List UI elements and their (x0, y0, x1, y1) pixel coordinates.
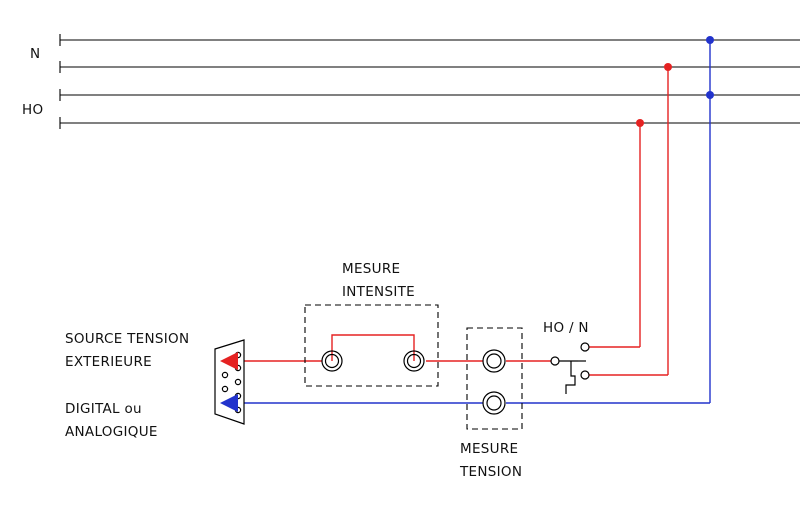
rail-ho-label: HO (22, 102, 43, 118)
tension-jack-top-inner (486, 353, 502, 369)
connector-pin (221, 371, 229, 379)
switch-actuator (565, 361, 576, 394)
source-label-4: ANALOGIQUE (65, 424, 158, 440)
rail-n-label: N (30, 46, 40, 62)
red-arrowhead (220, 352, 238, 370)
switch-terminal-lower (580, 370, 590, 380)
mesure-tension-block: MESURE TENSION (459, 327, 523, 480)
intensite-jack-left-inner (324, 353, 340, 369)
intensite-jack-left-outer (321, 350, 343, 372)
junction-dot-red-2 (636, 119, 644, 127)
db-connector (214, 339, 245, 425)
mesure-intensite-label-2: INTENSITE (342, 284, 415, 300)
mesure-intensite-label-1: MESURE (342, 261, 400, 277)
tension-jack-bottom-outer (482, 391, 506, 415)
rails (59, 34, 800, 129)
intensite-jack-right-inner (406, 353, 422, 369)
ho-n-switch: HO / N (543, 320, 590, 394)
mesure-intensite-block: MESURE INTENSITE (304, 261, 439, 387)
tension-jack-bottom-inner (486, 395, 502, 411)
source-label-3: DIGITAL ou (65, 401, 142, 417)
connector-pin (234, 378, 242, 386)
mesure-tension-label-1: MESURE (460, 441, 518, 457)
connector-pin (221, 385, 229, 393)
mesure-intensite-box (304, 304, 439, 387)
junction-dot-red-1 (664, 63, 672, 71)
blue-wire (244, 36, 714, 404)
red-intensite-bridge (331, 334, 415, 361)
switch-terminal-upper (580, 342, 590, 352)
intensite-jack-right-outer (403, 350, 425, 372)
source-label-2: EXTERIEURE (65, 354, 152, 370)
junction-dot-blue-1 (706, 36, 714, 44)
red-wires (244, 63, 672, 376)
mesure-tension-label-2: TENSION (459, 464, 522, 480)
junction-dot-blue-2 (706, 91, 714, 99)
connector-body (214, 339, 245, 425)
tension-jack-top-outer (482, 349, 506, 373)
blue-arrowhead (220, 394, 238, 412)
mesure-tension-box (466, 327, 523, 430)
source-label-1: SOURCE TENSION (65, 331, 189, 347)
switch-label: HO / N (543, 320, 589, 336)
switch-common-terminal (550, 356, 560, 366)
